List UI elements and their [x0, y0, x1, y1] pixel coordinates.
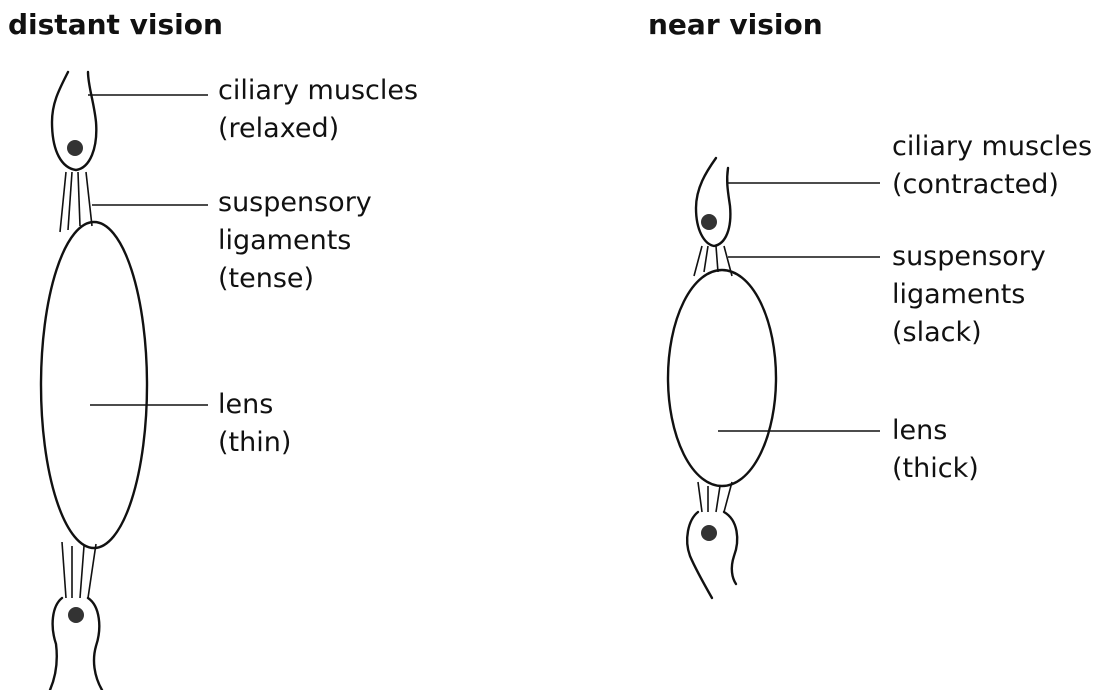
near-ciliary-dot-top	[701, 214, 717, 230]
near-ciliary-state: (contracted)	[892, 166, 1059, 204]
distant-ciliary-state: (relaxed)	[218, 110, 339, 148]
near-ligaments-label-2: ligaments	[892, 276, 1025, 314]
near-ciliary-dot-bottom	[701, 525, 717, 541]
near-ligaments-label-1: suspensory	[892, 238, 1046, 276]
near-lens-state: (thick)	[892, 450, 979, 488]
distant-ciliary-label: ciliary muscles	[218, 72, 418, 110]
distant-ligaments-bottom	[62, 542, 96, 598]
distant-vision-drawing	[41, 72, 208, 690]
distant-ciliary-muscle-bottom	[50, 598, 62, 690]
near-ciliary-muscle-bottom-right	[724, 512, 737, 584]
distant-lens-state: (thin)	[218, 424, 291, 462]
distant-vision-title: distant vision	[8, 6, 223, 44]
near-vision-title: near vision	[648, 6, 823, 44]
near-ligaments-state: (slack)	[892, 314, 982, 352]
distant-ciliary-muscle-bottom-right	[88, 598, 102, 690]
distant-ciliary-dot-top	[67, 140, 83, 156]
distant-ligaments-label-2: ligaments	[218, 222, 351, 260]
near-ciliary-muscle-bottom	[687, 512, 712, 598]
near-ciliary-muscle-top	[696, 158, 730, 246]
distant-ligaments-state: (tense)	[218, 260, 314, 298]
distant-ciliary-dot-bottom	[68, 607, 84, 623]
distant-lens	[41, 222, 147, 548]
near-lens-label: lens	[892, 412, 947, 450]
near-ciliary-label: ciliary muscles	[892, 128, 1092, 166]
distant-lens-label: lens	[218, 386, 273, 424]
distant-ligaments-label-1: suspensory	[218, 184, 372, 222]
near-lens	[668, 270, 776, 486]
near-vision-drawing	[668, 158, 880, 598]
